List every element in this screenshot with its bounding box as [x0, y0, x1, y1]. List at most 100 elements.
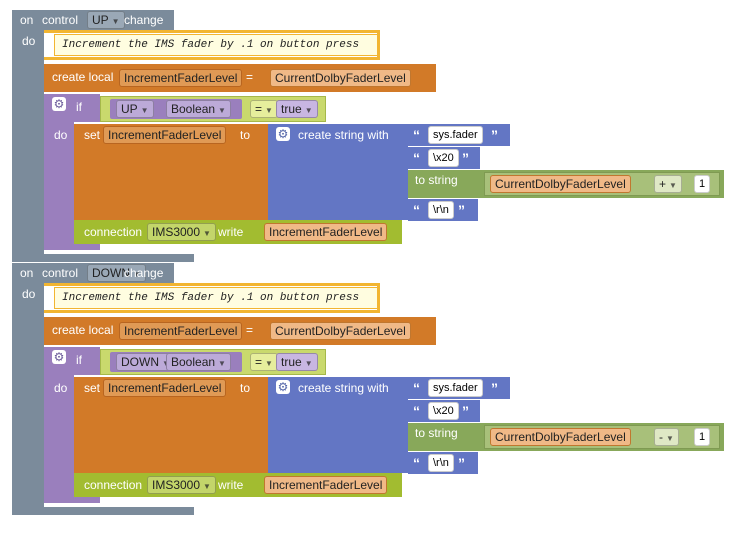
write-var-getter[interactable]: IncrementFaderLevel — [264, 476, 388, 494]
if-type-dropdown[interactable]: Boolean▼ — [166, 100, 231, 118]
to-string-label: to string — [415, 426, 458, 440]
do-label: do — [22, 34, 36, 48]
math-op: + — [659, 177, 667, 191]
to-label: to — [240, 381, 251, 395]
set-var-field[interactable]: IncrementFaderLevel — [103, 379, 227, 397]
inner-do-label: do — [54, 381, 68, 395]
set-label: set — [84, 381, 101, 395]
chevron-down-icon: ▼ — [140, 106, 149, 115]
connection-dropdown[interactable]: IMS3000▼ — [147, 476, 216, 494]
gear-icon[interactable]: ⚙ — [52, 350, 66, 364]
str-var-getter[interactable]: CurrentDolbyFaderLevel — [490, 175, 631, 193]
local-value-getter[interactable]: CurrentDolbyFaderLevel — [270, 322, 411, 340]
if-control-name: UP — [121, 102, 138, 116]
create-string-block[interactable] — [268, 377, 408, 473]
gear-icon[interactable]: ⚙ — [276, 380, 290, 394]
write-var-getter[interactable]: IncrementFaderLevel — [264, 223, 388, 241]
local-var-field[interactable]: IncrementFaderLevel — [119, 322, 243, 340]
gear-icon[interactable]: ⚙ — [276, 127, 290, 141]
equals-label: = — [246, 70, 254, 84]
if-footer — [44, 240, 100, 250]
control-name: UP — [92, 13, 109, 27]
if-control-name: DOWN — [121, 355, 159, 369]
local-value-getter[interactable]: CurrentDolbyFaderLevel — [270, 69, 411, 87]
if-label: if — [76, 100, 82, 114]
open-quote-icon: “ — [413, 127, 420, 143]
to-label: to — [240, 128, 251, 142]
event-control-label: control — [42, 266, 79, 280]
if-label: if — [76, 353, 82, 367]
chevron-down-icon: ▼ — [218, 359, 226, 368]
set-label: set — [84, 128, 101, 142]
compare-op: = — [255, 102, 263, 116]
string-value[interactable]: sys.fader — [428, 379, 483, 397]
inner-do-label: do — [54, 128, 68, 142]
if-type-name: Boolean — [171, 102, 216, 116]
chevron-down-icon: ▼ — [133, 270, 141, 279]
connection-name: IMS3000 — [152, 225, 201, 239]
write-label: write — [218, 478, 244, 492]
compare-op: = — [255, 355, 263, 369]
chevron-down-icon: ▼ — [666, 434, 674, 443]
if-footer — [44, 493, 100, 503]
local-var-field[interactable]: IncrementFaderLevel — [119, 69, 243, 87]
math-number-field[interactable]: 1 — [694, 428, 711, 446]
string-value[interactable]: \x20 — [428, 149, 459, 167]
close-quote-icon: ” — [491, 127, 498, 143]
compare-value-dropdown[interactable]: true▼ — [276, 353, 318, 371]
event-footer — [12, 507, 194, 515]
chevron-down-icon: ▼ — [669, 181, 677, 190]
connection-name: IMS3000 — [152, 478, 201, 492]
event-control-label: control — [42, 13, 79, 27]
create-local-label: create local — [52, 70, 114, 84]
event-on-label: on — [20, 13, 34, 27]
math-number-field[interactable]: 1 — [694, 175, 711, 193]
comment-frame — [44, 283, 380, 313]
compare-op-dropdown[interactable]: =▼ — [250, 100, 278, 118]
set-var-field[interactable]: IncrementFaderLevel — [103, 126, 227, 144]
chevron-down-icon: ▼ — [203, 482, 211, 491]
string-value[interactable]: \r\n — [428, 201, 454, 219]
chevron-down-icon: ▼ — [218, 106, 226, 115]
event-change-label: change — [124, 266, 164, 280]
open-quote-icon: “ — [413, 455, 420, 471]
write-label: write — [218, 225, 244, 239]
str-var-getter[interactable]: CurrentDolbyFaderLevel — [490, 428, 631, 446]
chevron-down-icon: ▼ — [265, 106, 273, 115]
event-change-label: change — [124, 13, 164, 27]
do-label: do — [22, 287, 36, 301]
create-string-label: create string with — [298, 128, 389, 142]
event-block[interactable]: on control DOWN▼ change do Increment the… — [0, 253, 750, 523]
if-type-dropdown[interactable]: Boolean▼ — [166, 353, 231, 371]
math-op-dropdown[interactable]: +▼ — [654, 175, 682, 193]
if-control-dropdown[interactable]: UP▼ — [116, 100, 154, 118]
string-value[interactable]: \r\n — [428, 454, 454, 472]
compare-value-dropdown[interactable]: true▼ — [276, 100, 318, 118]
connection-label: connection — [84, 478, 143, 492]
string-value[interactable]: \x20 — [428, 402, 459, 420]
chevron-down-icon: ▼ — [111, 17, 120, 26]
open-quote-icon: “ — [413, 150, 420, 166]
open-quote-icon: “ — [413, 403, 420, 419]
control-dropdown[interactable]: DOWN▼ — [87, 264, 146, 282]
string-value[interactable]: sys.fader — [428, 126, 483, 144]
comment-block[interactable]: Increment the IMS fader by .1 on button … — [54, 287, 378, 309]
math-op: - — [659, 430, 663, 444]
connection-label: connection — [84, 225, 143, 239]
compare-value: true — [281, 355, 302, 369]
event-block[interactable]: on control UP▼ change do Increment the I… — [0, 0, 750, 270]
close-quote-icon: ” — [462, 403, 469, 419]
if-control-dropdown[interactable]: DOWN▼ — [116, 353, 175, 371]
connection-dropdown[interactable]: IMS3000▼ — [147, 223, 216, 241]
to-string-label: to string — [415, 173, 458, 187]
gear-icon[interactable]: ⚙ — [52, 97, 66, 111]
control-name: DOWN — [92, 266, 130, 280]
comment-frame — [44, 30, 380, 60]
create-string-block[interactable] — [268, 124, 408, 220]
if-type-name: Boolean — [171, 355, 216, 369]
compare-op-dropdown[interactable]: =▼ — [250, 353, 278, 371]
comment-block[interactable]: Increment the IMS fader by .1 on button … — [54, 34, 378, 56]
math-op-dropdown[interactable]: -▼ — [654, 428, 679, 446]
control-dropdown[interactable]: UP▼ — [87, 11, 125, 29]
chevron-down-icon: ▼ — [304, 106, 313, 115]
